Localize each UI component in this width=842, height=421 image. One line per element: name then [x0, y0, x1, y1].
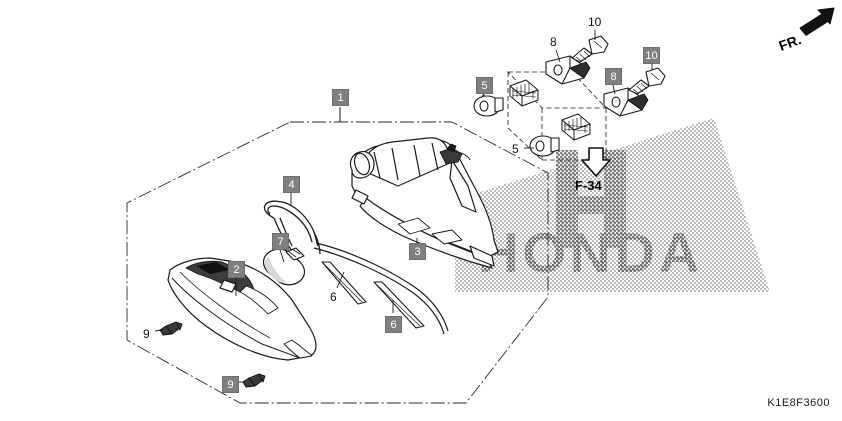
callout-8-plain[interactable]: 8 [550, 35, 557, 49]
grommet-collar-upper[interactable] [509, 79, 539, 107]
seal-strip-lower[interactable] [373, 281, 425, 329]
callout-4[interactable]: 4 [283, 176, 300, 193]
taillight-housing[interactable] [349, 137, 499, 269]
arrow-up-right-icon [799, 7, 835, 36]
callout-8-boxed[interactable]: 8 [605, 68, 622, 85]
sheet-code: K1E8F3600 [767, 397, 830, 409]
grommet-lower[interactable] [529, 135, 560, 157]
screw-upper[interactable] [159, 321, 183, 336]
callout-6-plain[interactable]: 6 [330, 290, 337, 304]
grommet-collar-lower[interactable] [561, 113, 591, 141]
reference-label-f34[interactable]: F-34 [575, 178, 602, 193]
callout-5-plain[interactable]: 5 [512, 142, 519, 156]
callout-9-plain[interactable]: 9 [143, 327, 150, 341]
bolt-lower[interactable] [628, 67, 666, 95]
leader-lines [154, 30, 653, 383]
honda-watermark-region: HONDA [455, 118, 770, 292]
callout-1[interactable]: 1 [332, 89, 349, 106]
watermark-text: HONDA [478, 221, 703, 284]
bracket-upper[interactable] [545, 55, 591, 85]
callout-10-plain[interactable]: 10 [588, 15, 602, 29]
bulb[interactable] [262, 247, 306, 286]
bracket-lower[interactable] [603, 87, 649, 117]
callout-7[interactable]: 7 [272, 233, 289, 250]
bolt-upper[interactable] [571, 35, 609, 63]
arrow-down-icon [581, 147, 611, 177]
callout-9-boxed[interactable]: 9 [222, 376, 239, 393]
callout-5-boxed[interactable]: 5 [476, 77, 493, 94]
callout-2[interactable]: 2 [228, 261, 245, 278]
grommet-upper[interactable] [473, 95, 504, 117]
callout-10-boxed[interactable]: 10 [643, 47, 660, 64]
callout-3[interactable]: 3 [409, 243, 426, 260]
seal-strip-upper[interactable] [321, 261, 367, 305]
callout-6-boxed[interactable]: 6 [385, 316, 402, 333]
gasket-strip[interactable] [313, 242, 449, 335]
screw-lower[interactable] [242, 373, 266, 388]
assembly-group-boundary [126, 107, 549, 404]
